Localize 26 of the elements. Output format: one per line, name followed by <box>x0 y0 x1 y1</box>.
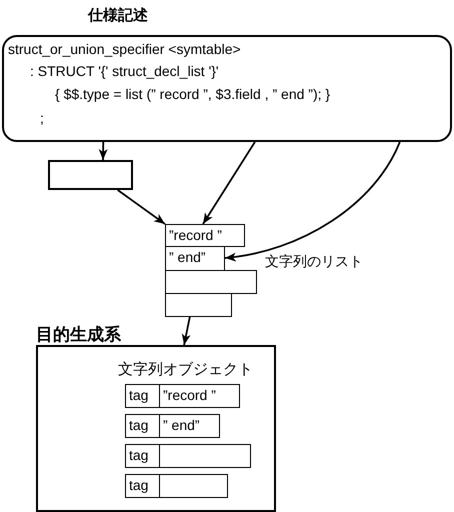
string-cell <box>159 444 251 468</box>
code-line: ; <box>40 111 44 126</box>
arrow <box>117 189 166 225</box>
list-label: 文字列のリスト <box>265 254 363 270</box>
tag-cell: tag <box>125 444 161 468</box>
list-cell <box>165 270 257 294</box>
code-line: : STRUCT '{' struct_decl_list '}' <box>30 64 219 80</box>
arrow <box>182 316 191 346</box>
string-cell <box>159 474 228 498</box>
process-box <box>48 160 133 190</box>
section-heading: 文字列オブジェクト <box>118 362 253 378</box>
arrow <box>202 142 256 224</box>
code-line: { $$.type = list (” record ”, $3.field , ” end ”); } <box>55 87 330 102</box>
list-cell: ”record ” <box>165 224 245 247</box>
tag-cell: tag <box>125 474 161 498</box>
tag-cell: tag <box>125 414 161 438</box>
list-cell: ” end” <box>165 246 225 271</box>
string-cell: ” end” <box>159 414 220 438</box>
string-cell: ”record ” <box>159 384 240 408</box>
arrow <box>98 142 108 160</box>
box-heading: 仕様記述 <box>88 8 148 24</box>
list-cell <box>165 293 232 317</box>
tag-cell: tag <box>125 384 161 408</box>
arrow <box>224 142 401 262</box>
box-heading: 目的生成系 <box>36 326 121 345</box>
code-line: struct_or_union_specifier <symtable> <box>8 42 241 58</box>
